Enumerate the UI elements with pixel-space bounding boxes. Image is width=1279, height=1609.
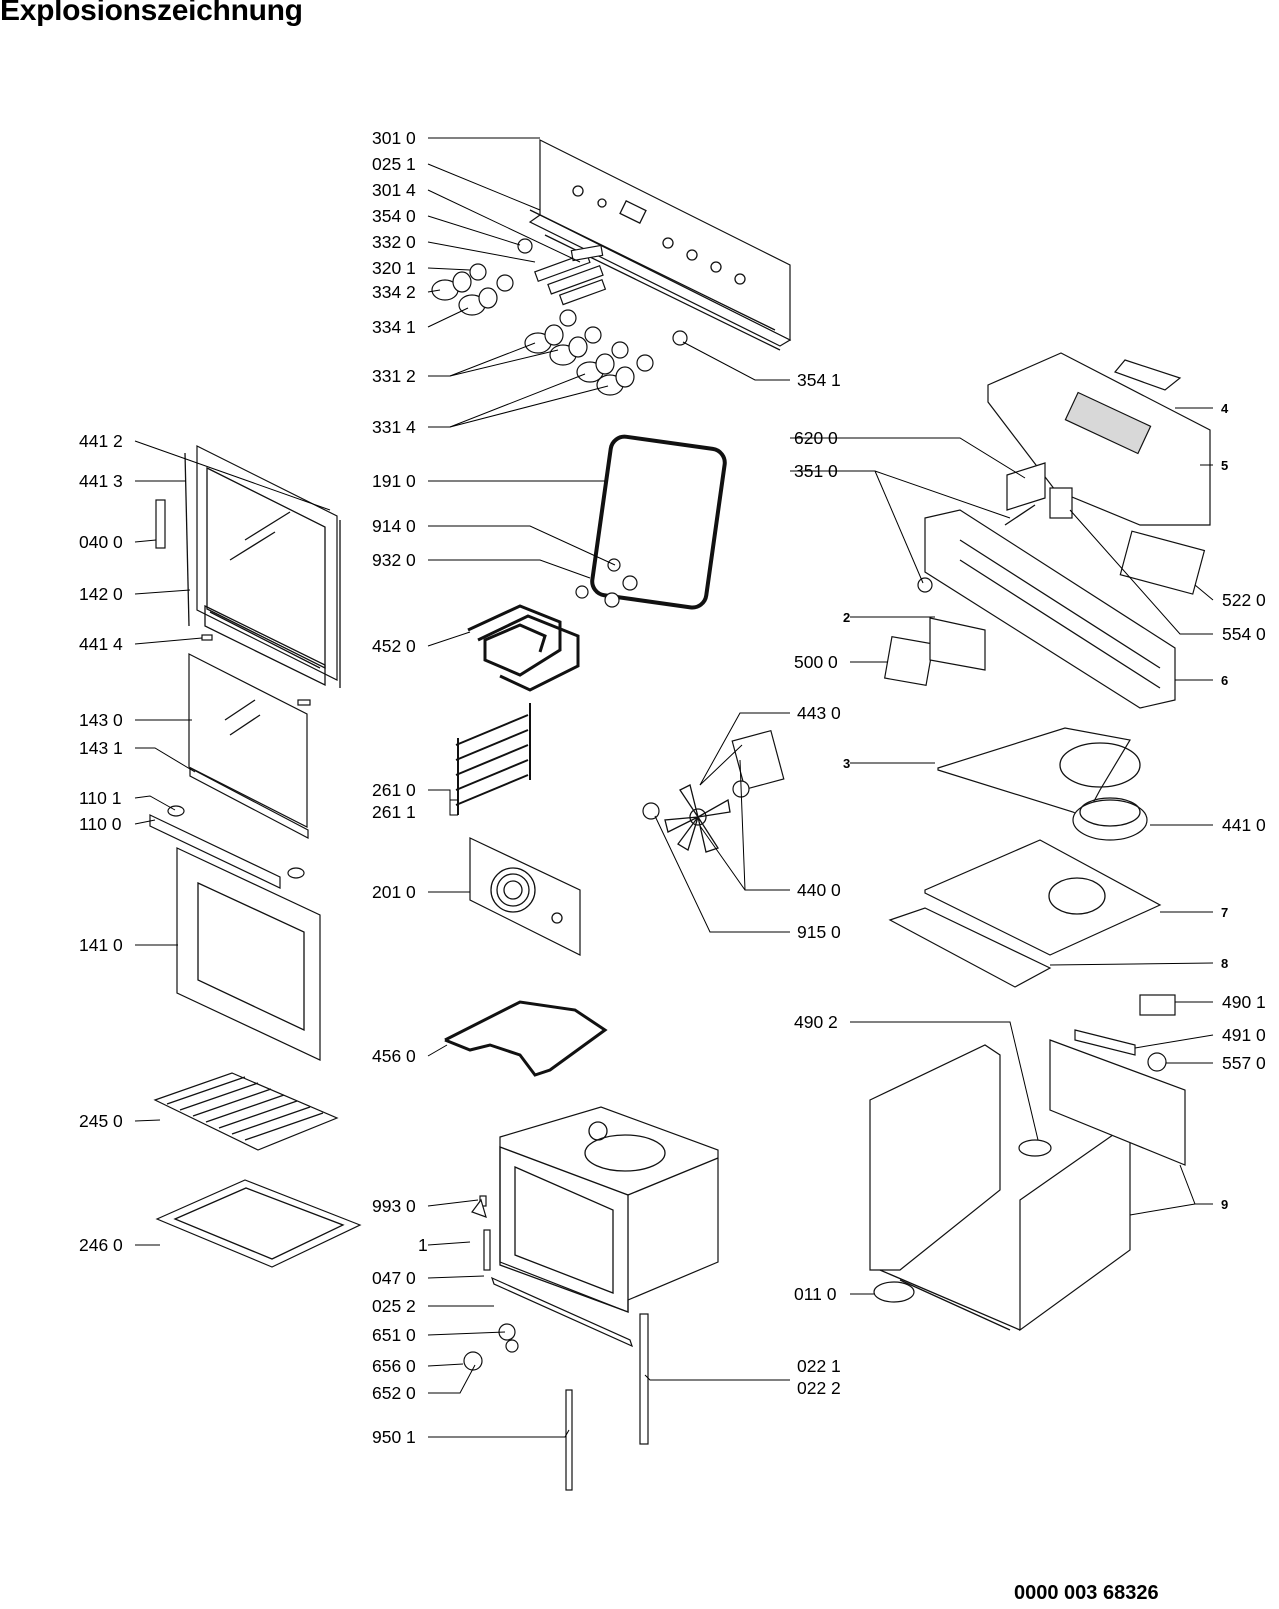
- part-label: 040 0: [79, 532, 123, 552]
- part-label: 557 0: [1222, 1053, 1266, 1073]
- leader-lines: [134, 137, 1214, 1438]
- rear-plates-part: [888, 727, 1162, 988]
- oven-door-part: [149, 445, 341, 1061]
- part-label: 620 0: [794, 428, 838, 448]
- fan-cover-part: [469, 837, 581, 956]
- part-label: 491 0: [1222, 1025, 1266, 1045]
- part-label: 6: [1221, 673, 1228, 688]
- part-label: 4: [1221, 401, 1229, 416]
- part-label: 331 2: [372, 366, 416, 386]
- part-label: 490 2: [794, 1012, 838, 1032]
- shelf-supports-part: [455, 703, 531, 815]
- part-label: 443 0: [797, 703, 841, 723]
- front-frame-part: [883, 509, 1176, 709]
- part-label: 025 1: [372, 154, 416, 174]
- fan-motor-part: [642, 729, 785, 853]
- part-label: 022 1: [797, 1356, 841, 1376]
- part-label: 261 1: [372, 802, 416, 822]
- part-label: 452 0: [372, 636, 416, 656]
- part-label: 950 1: [372, 1427, 416, 1447]
- part-label: 456 0: [372, 1046, 416, 1066]
- lower-element-part: [444, 1000, 608, 1077]
- part-label: 332 0: [372, 232, 416, 252]
- part-label: 110 1: [79, 788, 122, 808]
- part-label: 3: [843, 756, 850, 771]
- part-label: 522 0: [1222, 590, 1266, 610]
- part-label: 354 0: [372, 206, 416, 226]
- outer-housing-part: [869, 994, 1186, 1332]
- part-label: 7: [1221, 905, 1228, 920]
- part-label: 301 0: [372, 128, 416, 148]
- part-label: 246 0: [79, 1235, 123, 1255]
- part-label: 1: [418, 1235, 428, 1255]
- part-label: 334 2: [372, 282, 416, 302]
- wire-shelf-part: [153, 1072, 339, 1151]
- door-gasket-part: [590, 434, 727, 610]
- part-label: 354 1: [797, 370, 841, 390]
- part-label: 651 0: [372, 1325, 416, 1345]
- part-label: 191 0: [372, 471, 416, 491]
- part-label: 025 2: [372, 1296, 416, 1316]
- knobs-part: [431, 238, 688, 396]
- top-panel-part: [987, 352, 1211, 526]
- part-label: 143 0: [79, 710, 123, 730]
- part-label: 914 0: [372, 516, 416, 536]
- control-module-part: [917, 462, 1206, 595]
- page-title: Explosionszeichnung: [0, 0, 303, 27]
- part-label: 441 4: [79, 634, 123, 654]
- part-label: 047 0: [372, 1268, 416, 1288]
- part-label: 351 0: [794, 461, 838, 481]
- part-label: 440 0: [797, 880, 841, 900]
- part-label: 334 1: [372, 317, 416, 337]
- part-label: 932 0: [372, 550, 416, 570]
- part-label: 331 4: [372, 417, 416, 437]
- part-label: 8: [1221, 956, 1228, 971]
- oven-cavity-part: [463, 1106, 719, 1491]
- grill-element-part: [467, 558, 638, 692]
- part-label: 022 2: [797, 1378, 841, 1398]
- part-label: 201 0: [372, 882, 416, 902]
- part-label: 441 2: [79, 431, 123, 451]
- part-label: 554 0: [1222, 624, 1266, 644]
- part-label: 656 0: [372, 1356, 416, 1376]
- part-label: 143 1: [79, 738, 123, 758]
- part-label: 915 0: [797, 922, 841, 942]
- part-label: 142 0: [79, 584, 123, 604]
- part-label: 9: [1221, 1197, 1228, 1212]
- part-label: 245 0: [79, 1111, 123, 1131]
- part-label: 490 1: [1222, 992, 1266, 1012]
- part-label: 652 0: [372, 1383, 416, 1403]
- part-label: 320 1: [372, 258, 416, 278]
- part-label: 993 0: [372, 1196, 416, 1216]
- part-label: 500 0: [794, 652, 838, 672]
- document-number: 0000 003 68326: [1014, 1582, 1159, 1604]
- part-label: 441 3: [79, 471, 123, 491]
- part-label: 2: [843, 610, 850, 625]
- baking-tray-part: [155, 1179, 362, 1268]
- part-label: 011 0: [794, 1284, 837, 1304]
- part-label: 5: [1221, 458, 1228, 473]
- part-label: 441 0: [1222, 815, 1266, 835]
- part-label: 301 4: [372, 180, 416, 200]
- part-label: 261 0: [372, 780, 416, 800]
- part-label: 141 0: [79, 935, 123, 955]
- part-label: 110 0: [79, 814, 122, 834]
- part-labels: 301 0 025 1 301 4 354 0 332 0 320 1 334 …: [79, 128, 1266, 1447]
